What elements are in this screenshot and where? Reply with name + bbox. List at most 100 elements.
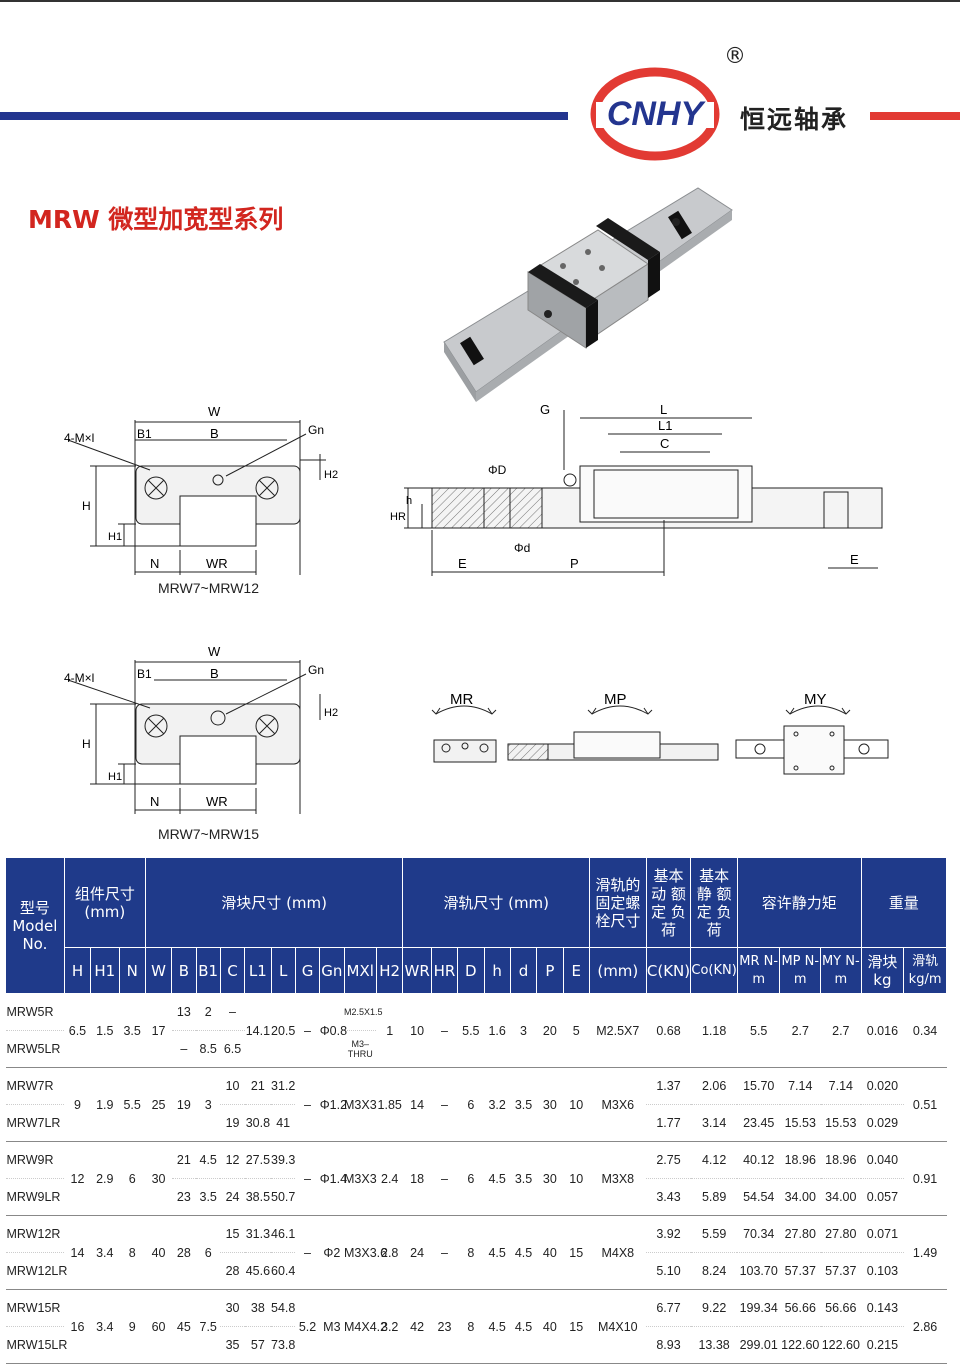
col-header: C	[219, 947, 246, 994]
table-cell: 16	[64, 1289, 91, 1364]
table-cell: 30	[536, 1067, 564, 1142]
table-cell: 21	[171, 1141, 197, 1179]
col-header: N	[118, 947, 146, 994]
table-cell: 24	[402, 1215, 432, 1290]
table-cell: 10	[402, 993, 432, 1068]
dim-m: 4-M×l	[64, 431, 94, 445]
table-cell: 0.016	[861, 993, 904, 1068]
table-cell: 57.37	[820, 1252, 862, 1290]
table-cell: 15.53	[820, 1104, 862, 1142]
moment-my-label: MY	[804, 691, 827, 708]
table-cell: 2.06	[690, 1067, 738, 1105]
table-cell: 3.5	[119, 993, 146, 1068]
table-cell: 23	[431, 1289, 458, 1364]
table-cell: 41	[271, 1104, 296, 1142]
table-cell: 1.85	[376, 1067, 403, 1142]
table-cell: Φ0.8	[319, 993, 347, 1068]
dim-n-2: N	[150, 794, 159, 809]
table-cell: 28	[171, 1215, 197, 1290]
table-cell: 0.91	[903, 1141, 947, 1216]
col-header: Gn	[319, 947, 345, 994]
th-model: 型号 Model No.	[5, 857, 65, 994]
table-cell: 19	[171, 1067, 197, 1142]
dim-l1: L1	[658, 418, 672, 433]
table-cell: 3.5	[196, 1178, 221, 1216]
table-cell: 56.66	[820, 1289, 862, 1327]
col-header: W	[144, 947, 173, 994]
table-cell: 4.5	[196, 1141, 221, 1179]
col-header: h	[483, 947, 511, 994]
table-cell: 15	[563, 1215, 590, 1290]
dim-p: P	[570, 556, 579, 571]
table-cell: 8.93	[646, 1326, 691, 1364]
company-name: 恒远轴承	[740, 105, 849, 134]
table-cell: 2.86	[903, 1289, 947, 1364]
table-cell: M2.5X1.5	[344, 993, 383, 1031]
table-cell: 3.4	[90, 1215, 119, 1290]
table-cell: 1	[376, 993, 403, 1068]
table-cell: 1.5	[90, 993, 119, 1068]
dim-b1-2: B1	[137, 667, 152, 681]
col-header: B1	[195, 947, 221, 994]
table-cell: M3X3.6	[344, 1215, 387, 1290]
table-cell: 14	[402, 1067, 432, 1142]
table-cell: 57	[244, 1326, 272, 1364]
table-cell: 5.5	[737, 993, 780, 1068]
table-cell: 3	[510, 993, 537, 1068]
dim-e: E	[458, 556, 467, 571]
table-cell: 3.2	[376, 1289, 403, 1364]
table-cell: 5.5	[457, 993, 484, 1068]
table-cell: 13.38	[690, 1326, 738, 1364]
table-cell: 15.70	[737, 1067, 780, 1105]
table-cell: 8	[457, 1215, 484, 1290]
table-cell: 5.89	[690, 1178, 738, 1216]
table-cell: 30	[220, 1289, 245, 1327]
table-cell: 57.37	[779, 1252, 821, 1290]
dim-h1: H1	[108, 531, 122, 543]
table-cell: 2.9	[90, 1141, 119, 1216]
table-cell: –	[220, 993, 245, 1031]
table-cell: 0.029	[861, 1104, 904, 1142]
table-cell: 4.12	[690, 1141, 738, 1179]
table-cell: 5.2	[295, 1289, 320, 1364]
col-header: E	[562, 947, 590, 994]
table-cell: 5.10	[646, 1252, 691, 1290]
table-cell: 25	[145, 1067, 172, 1142]
table-cell: 2.75	[646, 1141, 691, 1179]
table-cell: 8	[119, 1215, 146, 1290]
cnhy-logo: CNHY	[590, 67, 720, 161]
table-cell: 23	[171, 1178, 197, 1216]
table-cell: 40.12	[737, 1141, 780, 1179]
table-cell: 17	[145, 993, 172, 1068]
th-moment: 容许静力矩	[736, 857, 862, 948]
col-header: 滑块 kg	[860, 947, 905, 994]
table-cell: 4.5	[510, 1215, 537, 1290]
table-cell: 1.6	[484, 993, 511, 1068]
table-cell: 0.071	[861, 1215, 904, 1253]
table-cell: –	[171, 1030, 197, 1068]
table-cell: 46.1	[271, 1215, 295, 1253]
table-cell: 0.34	[903, 993, 947, 1068]
table-cell: 38.5	[244, 1178, 272, 1216]
table-cell: 299.01	[737, 1326, 780, 1364]
dim-h2-2: H2	[324, 707, 338, 719]
table-cell: 40	[536, 1215, 564, 1290]
dim-phi-d: Φd	[514, 541, 530, 555]
col-header: C(KN)	[645, 947, 692, 994]
table-cell: 45.6	[244, 1252, 272, 1290]
registered-mark: ®	[724, 44, 746, 69]
product-photo	[443, 187, 733, 402]
table-cell: M3X3	[344, 1067, 377, 1142]
table-cell: 6.5	[220, 1030, 245, 1068]
table-cell: M3X8	[589, 1141, 647, 1216]
table-cell: 3.5	[510, 1067, 537, 1142]
table-cell: 10	[220, 1067, 245, 1105]
table-cell: MRW15R	[5, 1289, 65, 1327]
table-cell: 3.4	[90, 1289, 119, 1364]
caption-drawing-1: MRW7~MRW12	[158, 580, 260, 596]
dim-h: H	[82, 499, 91, 513]
table-cell: 4.5	[484, 1289, 511, 1364]
table-cell: 6	[196, 1215, 221, 1290]
table-cell: 4.5	[510, 1289, 537, 1364]
table-cell: 1.9	[90, 1067, 119, 1142]
